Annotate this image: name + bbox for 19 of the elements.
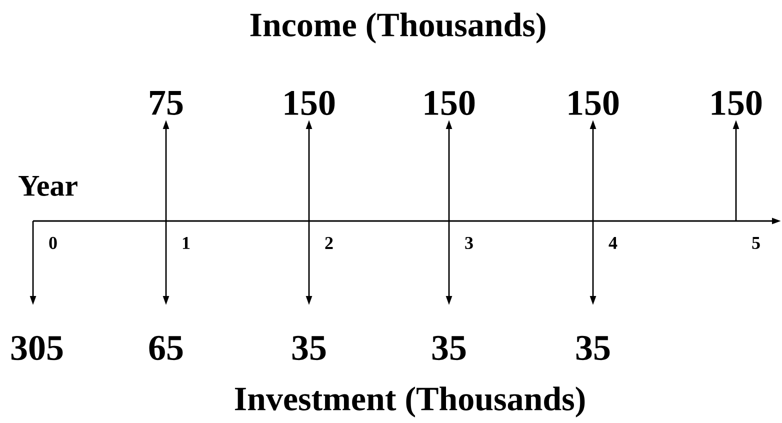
value-label: 150: [568, 90, 619, 116]
value-label: 150: [284, 90, 335, 116]
value-label: 305: [11, 336, 63, 360]
value-label: 150: [424, 90, 475, 116]
tick-label: 1: [182, 237, 190, 249]
heading: Income (Thousands): [250, 12, 546, 44]
tick-label: 3: [465, 236, 473, 250]
axis-label: Year: [18, 176, 78, 196]
tick-label: 5: [752, 237, 760, 249]
value-label: 150: [712, 90, 762, 116]
value-label: 35: [576, 336, 610, 360]
value-label: 65: [149, 336, 183, 360]
value-label: 35: [292, 336, 326, 360]
value-label: 75: [150, 91, 183, 115]
tick-label: 2: [325, 237, 333, 249]
value-label: 35: [432, 336, 466, 360]
tick-label: 4: [608, 237, 618, 249]
heading: Investment (Thousands): [234, 386, 585, 418]
tick-label: 0: [49, 236, 57, 250]
